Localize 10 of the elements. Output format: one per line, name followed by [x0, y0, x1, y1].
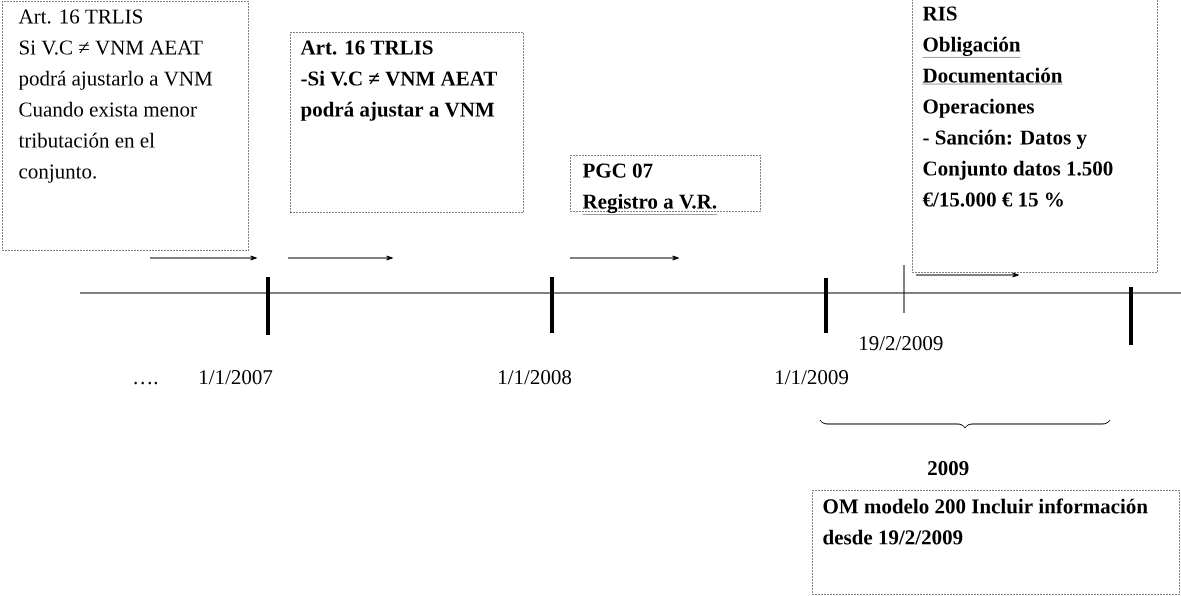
text-box: Art. 16 TRLIS -Si V.C ≠ VNM AEAT podrá ajustar a VNM	[290, 32, 524, 213]
text-box: RIS Obligación Documentación Operaciones - Sanción: Datos y Conjunto datos 1.500 €/15.000 € 15 %	[912, 0, 1158, 273]
date-label: 1/1/2008	[499, 370, 572, 385]
text-box: OM modelo 200 Incluir información desde 19/2/2009	[812, 490, 1180, 595]
date-label: ….	[134, 381, 158, 385]
date-label: 19/2/2009	[860, 336, 943, 351]
text-box: Art. 16 TRLIS Si V.C ≠ VNM AEAT podrá ajustarlo a VNM Cuando exista menor tributación en el conjunto.	[2, 1, 249, 251]
date-label: 1/1/2007	[200, 370, 273, 385]
date-label: 1/1/2009	[776, 370, 849, 385]
text-box: PGC 07 Registro a V.R.	[570, 155, 761, 215]
